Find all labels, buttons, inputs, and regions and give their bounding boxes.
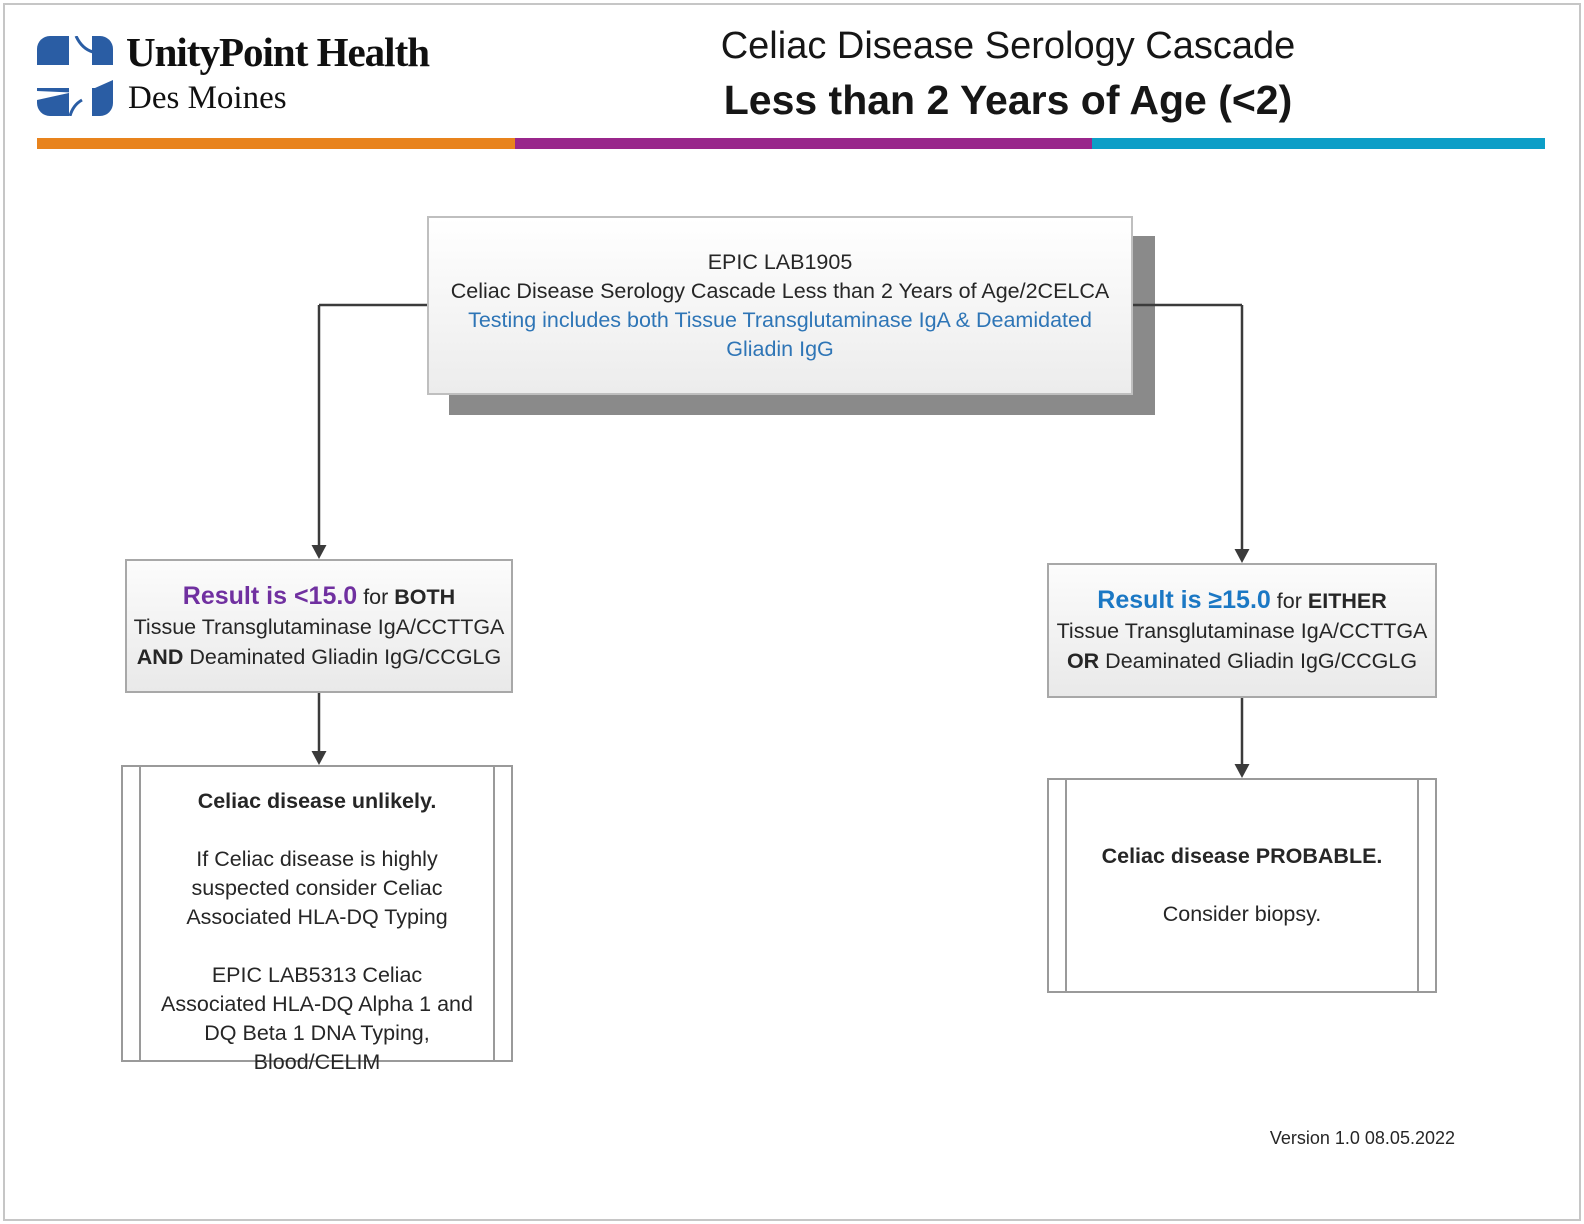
unitypoint-cross-logo-icon (37, 36, 113, 116)
branch-test-line1: Tissue Transglutaminase IgA/CCTTGA (1056, 619, 1428, 643)
operator-and: AND (136, 644, 184, 669)
qualifier-either: EITHER (1307, 589, 1387, 613)
branch-test-line2: AND Deaminated Gliadin IgG/CCGLG (127, 642, 511, 672)
arrowhead-left-branch-icon (311, 545, 327, 559)
accent-bar-orange (37, 138, 515, 149)
branch-test-line2: OR Deaminated Gliadin IgG/CCGLG (1049, 646, 1435, 676)
arrowhead-right-branch-icon (1234, 549, 1250, 563)
page-title-line1: Celiac Disease Serology Cascade (720, 25, 1296, 67)
branch-node-result-below-threshold: Result is <15.0 for BOTH Tissue Transglu… (125, 559, 513, 693)
branch-result-line: Result is ≥15.0 for EITHER (1049, 585, 1435, 616)
branch-test-line1: Tissue Transglutaminase IgA/CCTTGA (133, 614, 505, 639)
outcome-node-celiac-unlikely: Celiac disease unlikely. If Celiac disea… (121, 765, 513, 1074)
outcome-title: Celiac disease PROBABLE. (1101, 844, 1383, 868)
operator-or: OR (1066, 649, 1100, 673)
outcome-inner-frame: Celiac disease unlikely. If Celiac disea… (139, 767, 495, 1074)
root-node-testing-note: Testing includes both Tissue Transglutam… (468, 308, 1092, 361)
outcome-recommendation: If Celiac disease is highly suspected co… (186, 847, 448, 929)
arrowhead-left-outcome-icon (311, 751, 327, 765)
root-node-order-code: EPIC LAB1905 (707, 250, 853, 274)
root-node-order-name: Celiac Disease Serology Cascade Less tha… (450, 279, 1110, 303)
arrowhead-right-outcome-icon (1234, 764, 1250, 778)
org-name: UnityPoint Health (126, 29, 430, 75)
accent-bar (37, 138, 1545, 149)
qualifier-both: BOTH (394, 584, 456, 609)
version-label: Version 1.0 08.05.2022 (1269, 1128, 1455, 1148)
outcome-title: Celiac disease unlikely. (197, 789, 437, 813)
for-word: for (363, 584, 389, 609)
accent-bar-teal (1092, 138, 1545, 149)
org-region: Des Moines (128, 80, 287, 116)
outcome-inner-frame: Celiac disease PROBABLE. Consider biopsy… (1065, 780, 1419, 991)
for-word: for (1276, 589, 1302, 613)
outcome-node-celiac-probable: Celiac disease PROBABLE. Consider biopsy… (1047, 778, 1437, 993)
outcome-epic-order: EPIC LAB5313 Celiac Associated HLA-DQ Al… (161, 963, 473, 1074)
branch-result-line: Result is <15.0 for BOTH (127, 581, 511, 612)
page-title: Celiac Disease Serology Cascade Less tha… (658, 20, 1358, 128)
root-node-epic-lab1905: EPIC LAB1905 Celiac Disease Serology Cas… (427, 216, 1133, 395)
branch-test-line2-text: Deaminated Gliadin IgG/CCGLG (1105, 649, 1418, 673)
branch-node-result-at-or-above-threshold: Result is ≥15.0 for EITHER Tissue Transg… (1047, 563, 1437, 698)
outcome-recommendation: Consider biopsy. (1162, 902, 1322, 926)
result-value-text: Result is <15.0 (182, 581, 358, 610)
branch-test-line2-text: Deaminated Gliadin IgG/CCGLG (189, 644, 502, 669)
accent-bar-purple (515, 138, 1092, 149)
result-value-text: Result is ≥15.0 (1097, 586, 1271, 614)
page-title-line2: Less than 2 Years of Age (<2) (723, 77, 1293, 123)
